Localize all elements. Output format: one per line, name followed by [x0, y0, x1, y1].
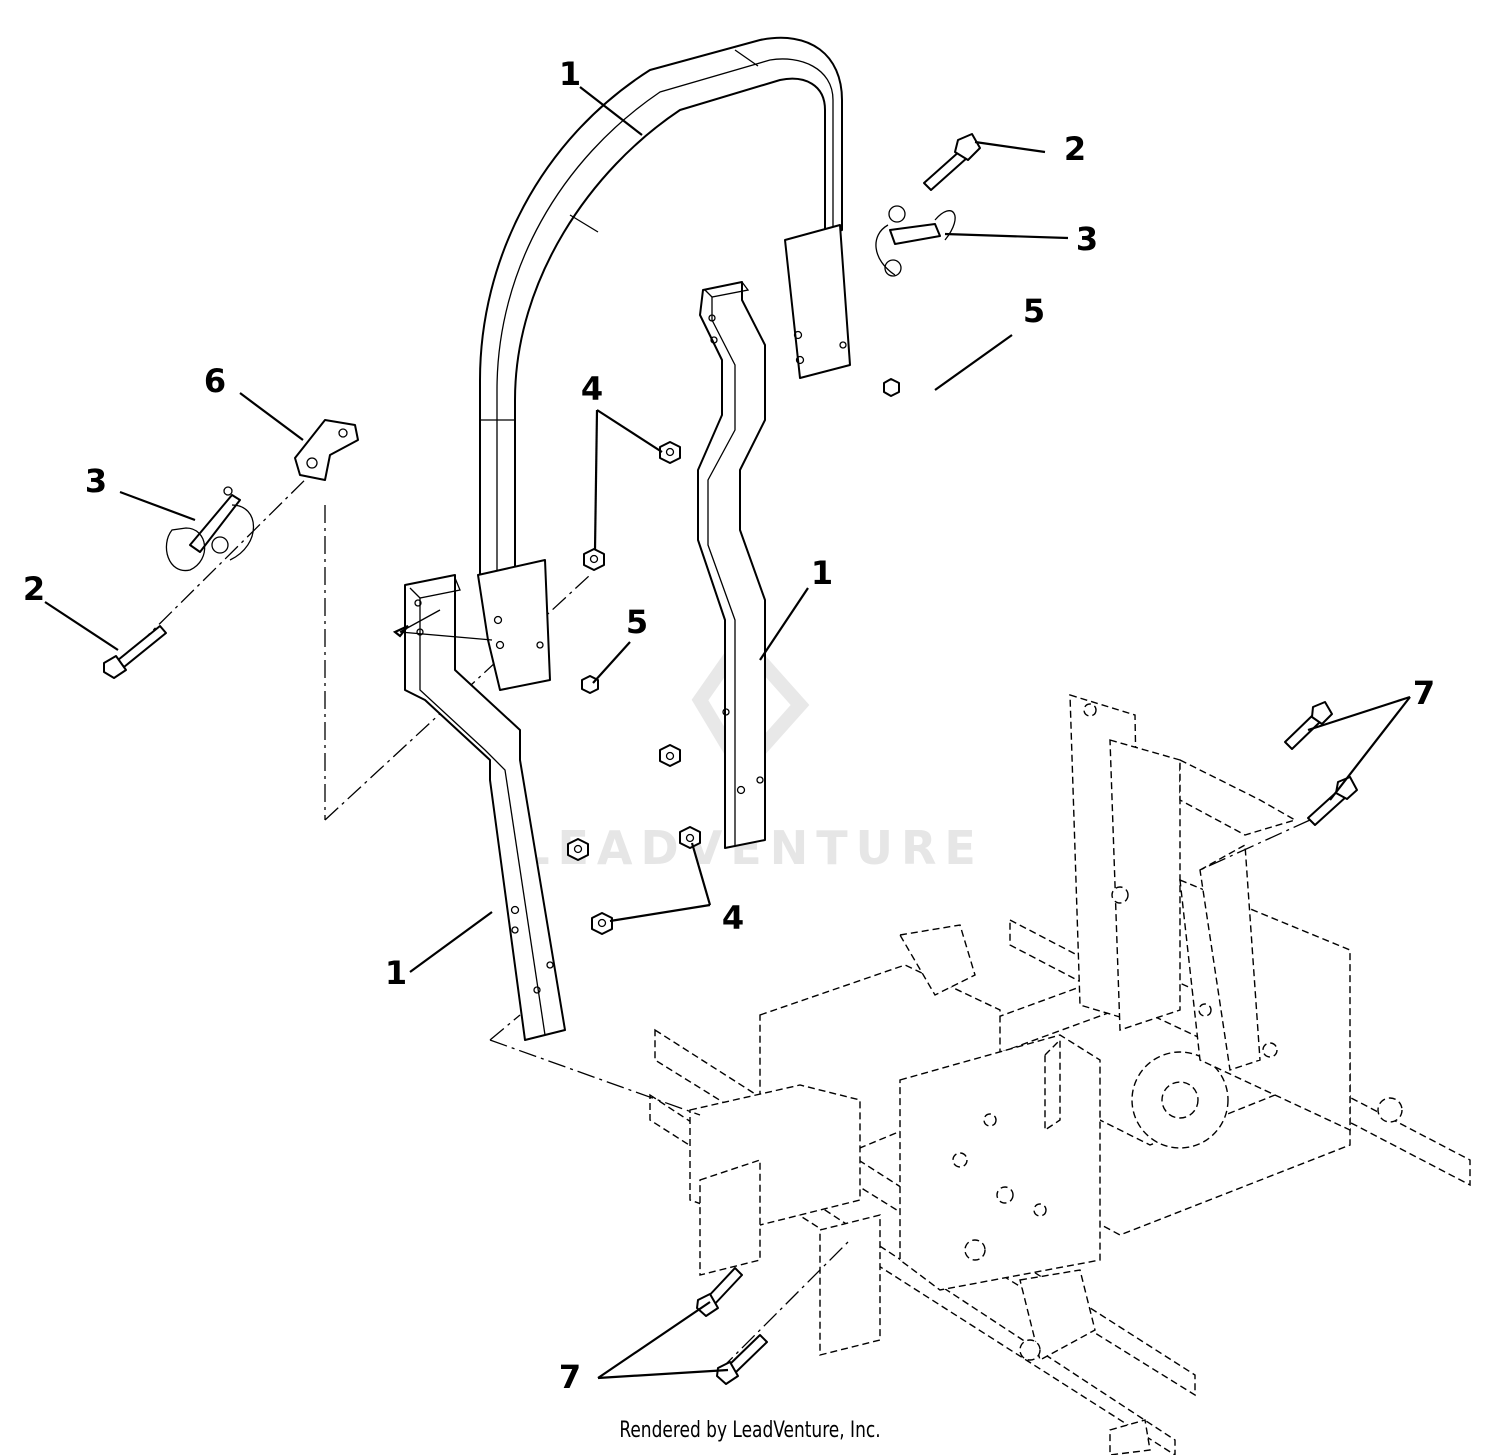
- footer-credit: Rendered by LeadVenture, Inc.: [619, 1418, 881, 1443]
- bolt-7-lower-1: [696, 1267, 743, 1317]
- lock-nut-5b: [581, 675, 599, 694]
- bolt-upper: [923, 133, 981, 191]
- callout-labels: 1 2 3 5 6 4 3 2 5 1 7 4 1 7: [23, 55, 1435, 1396]
- callout-c6: 6: [204, 362, 226, 400]
- nut-4f: [591, 912, 613, 935]
- callout-c3b: 3: [85, 462, 107, 500]
- callout-c1c: 1: [385, 954, 407, 992]
- callout-c2b: 2: [23, 570, 45, 608]
- rops-left-upright: [404, 574, 566, 1041]
- rops-upper-hoop: [477, 36, 851, 691]
- bolt-7-lower-2: [716, 1334, 768, 1385]
- callout-c5a: 5: [1023, 292, 1045, 330]
- nut-4d: [567, 838, 589, 861]
- rops-right-upright: [697, 281, 766, 849]
- callout-c1a: 1: [559, 55, 581, 93]
- nut-4c: [659, 744, 681, 767]
- nut-4b: [583, 548, 605, 571]
- callout-c3a: 3: [1076, 220, 1098, 258]
- callout-c4b: 4: [722, 899, 744, 937]
- lock-pin-left: [165, 486, 254, 572]
- lock-nut-5a: [883, 378, 900, 397]
- callout-c2a: 2: [1064, 130, 1086, 168]
- nut-4a: [659, 441, 681, 464]
- bolt-7-upper-1: [1284, 701, 1333, 750]
- leader-lines: [44, 86, 1411, 1380]
- lock-pin-upper: [875, 205, 956, 277]
- bracket-part-6: [294, 419, 359, 481]
- callout-c4a: 4: [581, 370, 603, 408]
- callout-c5b: 5: [626, 603, 648, 641]
- callout-c7b: 7: [559, 1358, 581, 1396]
- mower-frame: [649, 694, 1471, 1455]
- bolt-left: [103, 625, 167, 679]
- callout-c1b: 1: [811, 554, 833, 592]
- callout-c7a: 7: [1413, 674, 1435, 712]
- bolt-7-upper-2: [1307, 776, 1358, 826]
- nut-4e: [679, 826, 701, 849]
